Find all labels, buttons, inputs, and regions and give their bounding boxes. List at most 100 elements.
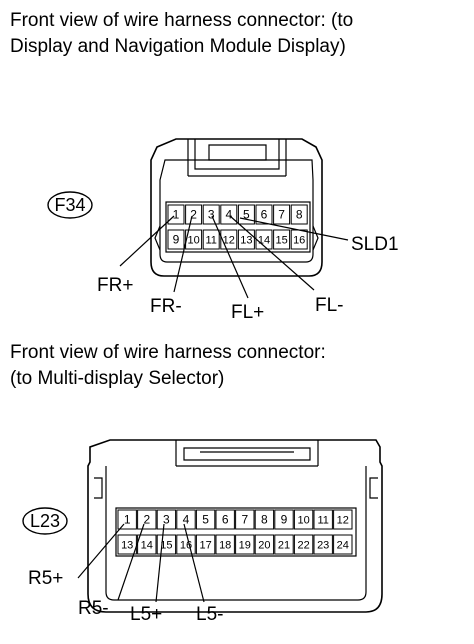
pin-label: 22 xyxy=(297,540,309,552)
callout-r5-plus: R5+ xyxy=(28,568,63,589)
callout-fl-minus: FL- xyxy=(315,295,344,316)
pin-cell xyxy=(235,534,255,555)
leader-fl-plus xyxy=(211,215,249,299)
pin-label: 4 xyxy=(225,208,232,222)
pin-label: 19 xyxy=(239,540,251,552)
pin-label: 11 xyxy=(317,515,328,527)
connector-l23-inner-body xyxy=(105,466,367,601)
callout-l5-minus: L5- xyxy=(196,604,223,625)
pin-cell xyxy=(185,204,203,225)
pin-cell xyxy=(290,204,308,225)
connector-l23-heading-line2: (to Multi-display Selector) xyxy=(10,368,225,389)
pin-label: 17 xyxy=(199,540,211,552)
pin-label: 5 xyxy=(243,208,250,222)
connector-l23-right-slot xyxy=(369,477,378,499)
connector-f34-tag-text: F34 xyxy=(54,195,85,215)
pin-label: 11 xyxy=(205,235,216,247)
pin-cell xyxy=(156,534,177,555)
pin-cell xyxy=(176,509,196,530)
connector-l23-heading: Front view of wire harness connector: (t… xyxy=(10,340,470,392)
pin-label: 5 xyxy=(202,513,209,527)
connector-l23-lock-latch xyxy=(175,440,319,467)
pin-label: 24 xyxy=(337,540,349,552)
pin-label: 1 xyxy=(124,513,131,527)
connector-f34-right-notch xyxy=(312,225,319,251)
leader-sld1 xyxy=(239,217,349,241)
connector-l23-heading-line1: Front view of wire harness connector: xyxy=(10,342,326,363)
callout-sld1: SLD1 xyxy=(351,234,399,255)
pin-label: 18 xyxy=(219,540,231,552)
pin-label: 1 xyxy=(173,208,180,222)
connector-l23-tag-text: L23 xyxy=(30,511,60,531)
pin-label: 3 xyxy=(208,208,215,222)
pin-label: 10 xyxy=(297,515,309,527)
connector-f34-lock-latch xyxy=(187,139,287,177)
connector-f34-heading-line2: Display and Navigation Module Display) xyxy=(10,36,346,57)
callout-fl-plus: FL+ xyxy=(231,302,264,323)
pin-label: 7 xyxy=(278,208,285,222)
pin-label: 7 xyxy=(241,513,248,527)
leader-l5-minus xyxy=(183,523,205,603)
pin-label: 13 xyxy=(121,540,133,552)
pin-cell xyxy=(274,509,294,530)
pin-cell xyxy=(255,204,273,225)
pin-cell xyxy=(293,509,314,530)
callout-fr-plus: FR+ xyxy=(97,275,133,296)
pin-label: 9 xyxy=(173,233,180,247)
pin-label: 16 xyxy=(293,235,305,247)
pin-cell xyxy=(195,509,216,530)
connector-f34-inner-body xyxy=(159,159,314,263)
pin-cell xyxy=(185,229,203,250)
leader-fr-minus xyxy=(173,215,193,293)
pin-cell xyxy=(333,509,353,530)
pin-cell xyxy=(215,534,235,555)
pin-label: 10 xyxy=(187,235,199,247)
connector-l23-housing xyxy=(87,439,383,613)
pin-cell xyxy=(313,509,333,530)
pin-cell xyxy=(176,534,196,555)
leader-fl-minus xyxy=(229,215,315,291)
pin-cell xyxy=(167,204,185,225)
connector-l23 xyxy=(87,439,383,613)
pin-cell xyxy=(156,509,177,530)
pin-cell xyxy=(202,229,220,250)
leader-r5-minus xyxy=(117,523,145,601)
pin-label: 15 xyxy=(160,540,172,552)
pin-label: 6 xyxy=(261,208,268,222)
pin-cell xyxy=(254,509,275,530)
callout-l5-plus: L5+ xyxy=(130,604,162,625)
pin-label: 4 xyxy=(183,513,190,527)
pin-cell xyxy=(237,204,255,225)
pin-cell xyxy=(273,204,291,225)
pin-cell xyxy=(274,534,294,555)
pin-label: 21 xyxy=(278,540,290,552)
connector-f34-tag: F34 xyxy=(47,191,93,219)
connector-f34-pin-block xyxy=(165,201,311,253)
connector-l23-leaders xyxy=(77,523,205,603)
pin-cell xyxy=(195,534,216,555)
pin-label: 2 xyxy=(190,208,197,222)
pin-cell xyxy=(117,509,137,530)
pin-cell xyxy=(220,204,238,225)
pin-label: 12 xyxy=(223,235,235,247)
leader-fr-plus xyxy=(119,215,175,267)
pin-cell xyxy=(235,509,255,530)
connector-f34-lock-tab xyxy=(208,144,267,161)
pin-label: 12 xyxy=(337,515,349,527)
pin-label: 15 xyxy=(275,235,287,247)
connector-f34-heading-line1: Front view of wire harness connector: (t… xyxy=(10,10,354,31)
pin-label: 14 xyxy=(141,540,153,552)
pin-label: 3 xyxy=(163,513,170,527)
pin-cell xyxy=(313,534,333,555)
connector-l23-tag: L23 xyxy=(22,507,68,535)
pin-cell xyxy=(333,534,353,555)
pin-label: 13 xyxy=(240,235,252,247)
pin-cell xyxy=(167,229,185,250)
pin-label: 6 xyxy=(222,513,229,527)
pin-cell xyxy=(293,534,314,555)
leader-r5-plus xyxy=(77,523,125,579)
connector-l23-left-slot xyxy=(94,477,103,499)
pin-cell xyxy=(254,534,275,555)
